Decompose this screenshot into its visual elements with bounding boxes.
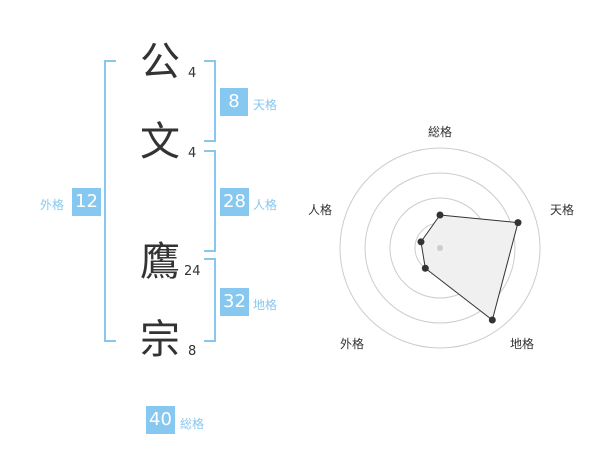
stroke-count-2: 4 [188, 146, 197, 161]
soukaku-value-badge: 40 [146, 406, 175, 434]
name-char-2: 文 [140, 119, 180, 165]
radar-point [514, 219, 522, 227]
chikaku-value-badge: 32 [220, 288, 249, 316]
radar-shape [420, 214, 519, 321]
tenkaku-value-badge: 8 [220, 88, 248, 116]
jinkaku-label: 人格 [253, 198, 278, 212]
radar-point [417, 238, 425, 246]
radar-center-dot [437, 245, 443, 251]
stroke-count-4: 8 [188, 344, 197, 359]
chikaku-bracket [204, 258, 216, 342]
gaikaku-value-badge: 12 [72, 188, 101, 216]
jinkaku-value-badge: 28 [220, 188, 249, 216]
radar-chart [339, 147, 541, 349]
tenkaku-bracket [204, 60, 216, 142]
radar-label-jinkaku: 人格 [308, 203, 333, 217]
radar-ring [339, 147, 541, 349]
radar-label-soukaku: 総格 [428, 125, 453, 139]
jinkaku-bracket [204, 150, 216, 252]
soukaku-label: 総格 [180, 417, 205, 431]
name-char-3: 鷹 [140, 239, 180, 285]
radar-label-gaikaku: 外格 [340, 337, 365, 351]
stroke-count-3: 24 [184, 264, 201, 279]
tenkaku-label: 天格 [253, 98, 278, 112]
gaikaku-label: 外格 [40, 198, 65, 212]
chikaku-label: 地格 [253, 298, 278, 312]
stroke-count-1: 4 [188, 66, 197, 81]
radar-label-chikaku: 地格 [510, 337, 535, 351]
radar-ring [364, 172, 516, 324]
radar-label-tenkaku: 天格 [550, 203, 575, 217]
gaikaku-bracket [104, 60, 116, 342]
radar-point [421, 264, 429, 272]
radar-points [417, 211, 522, 324]
radar-point [488, 316, 496, 324]
name-char-1: 公 [140, 39, 180, 85]
name-char-4: 宗 [140, 317, 180, 363]
radar-point [436, 211, 444, 219]
